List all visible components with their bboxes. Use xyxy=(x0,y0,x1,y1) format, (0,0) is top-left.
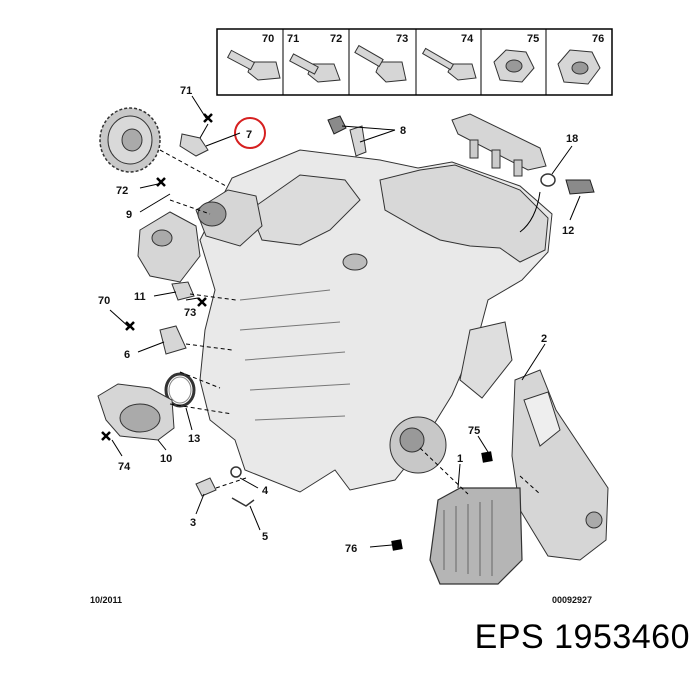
camshaft-pulley xyxy=(99,107,161,173)
bolt-70-icon xyxy=(226,49,281,81)
fastener-table: 70 71 72 73 74 75 76 xyxy=(216,28,613,96)
callout-71: 71 xyxy=(180,85,192,97)
callout-10: 10 xyxy=(160,453,172,465)
callout-73: 73 xyxy=(184,307,196,319)
engine-block xyxy=(199,149,553,493)
table-cell-71: 71 xyxy=(287,33,299,45)
callout-8: 8 xyxy=(400,125,406,137)
bolt-71-icon xyxy=(289,53,341,83)
sensor-7 xyxy=(179,133,209,157)
highlight-circle xyxy=(234,117,266,149)
callout-72: 72 xyxy=(116,185,128,197)
callout-6: 6 xyxy=(124,349,130,361)
fuel-pressure-sensor xyxy=(565,179,595,195)
water-outlet-housing xyxy=(137,211,201,283)
dashed-lines xyxy=(159,149,541,495)
callout-2: 2 xyxy=(541,333,547,345)
callout-11: 11 xyxy=(134,291,146,303)
table-cell-74: 74 xyxy=(461,33,474,45)
callout-7: 7 xyxy=(246,129,252,141)
callout-76: 76 xyxy=(345,543,357,555)
x-markers xyxy=(101,113,213,441)
nut-76-icon xyxy=(557,49,601,85)
nut-75-marker xyxy=(481,451,493,463)
sensor-3 xyxy=(195,477,217,497)
callout-70: 70 xyxy=(98,295,110,307)
ecu-1 xyxy=(429,487,523,585)
bolt-73-icon xyxy=(354,44,407,83)
leader-lines xyxy=(109,95,581,548)
sensor-11 xyxy=(171,281,195,301)
fuel-rail xyxy=(451,113,547,177)
bracket-2 xyxy=(511,369,609,561)
callout-labels: 71 7 8 18 72 9 12 11 73 70 6 2 13 10 74 … xyxy=(98,85,578,555)
callout-3: 3 xyxy=(190,517,196,529)
callout-13: 13 xyxy=(188,433,200,445)
clip-5 xyxy=(231,497,255,507)
callout-9: 9 xyxy=(126,209,132,221)
footer-date: 10/2011 xyxy=(90,595,122,605)
table-cell-75: 75 xyxy=(527,33,539,45)
bolt-74-icon xyxy=(421,47,477,81)
callout-12: 12 xyxy=(562,225,574,237)
table-cell-76: 76 xyxy=(592,33,604,45)
table-cell-70: 70 xyxy=(262,33,274,45)
nut-76-marker xyxy=(391,539,403,551)
table-cell-72: 72 xyxy=(330,33,342,45)
sensor-8a xyxy=(327,115,347,135)
washer-4 xyxy=(230,466,242,478)
table-cell-73: 73 xyxy=(396,33,408,45)
callout-18: 18 xyxy=(566,133,578,145)
footer-ref: 00092927 xyxy=(552,595,592,605)
callout-4: 4 xyxy=(262,485,269,497)
intake-pipe xyxy=(195,189,263,247)
callout-74: 74 xyxy=(118,461,131,473)
nut-75-icon xyxy=(493,49,535,83)
callout-1: 1 xyxy=(457,453,463,465)
callout-75: 75 xyxy=(468,425,480,437)
o-ring-18 xyxy=(540,173,556,187)
callout-5: 5 xyxy=(262,531,268,543)
thermostat-housing-10 xyxy=(97,383,175,441)
sensor-6 xyxy=(159,325,187,355)
brand-part-number: EPS 1953460 xyxy=(474,618,690,656)
